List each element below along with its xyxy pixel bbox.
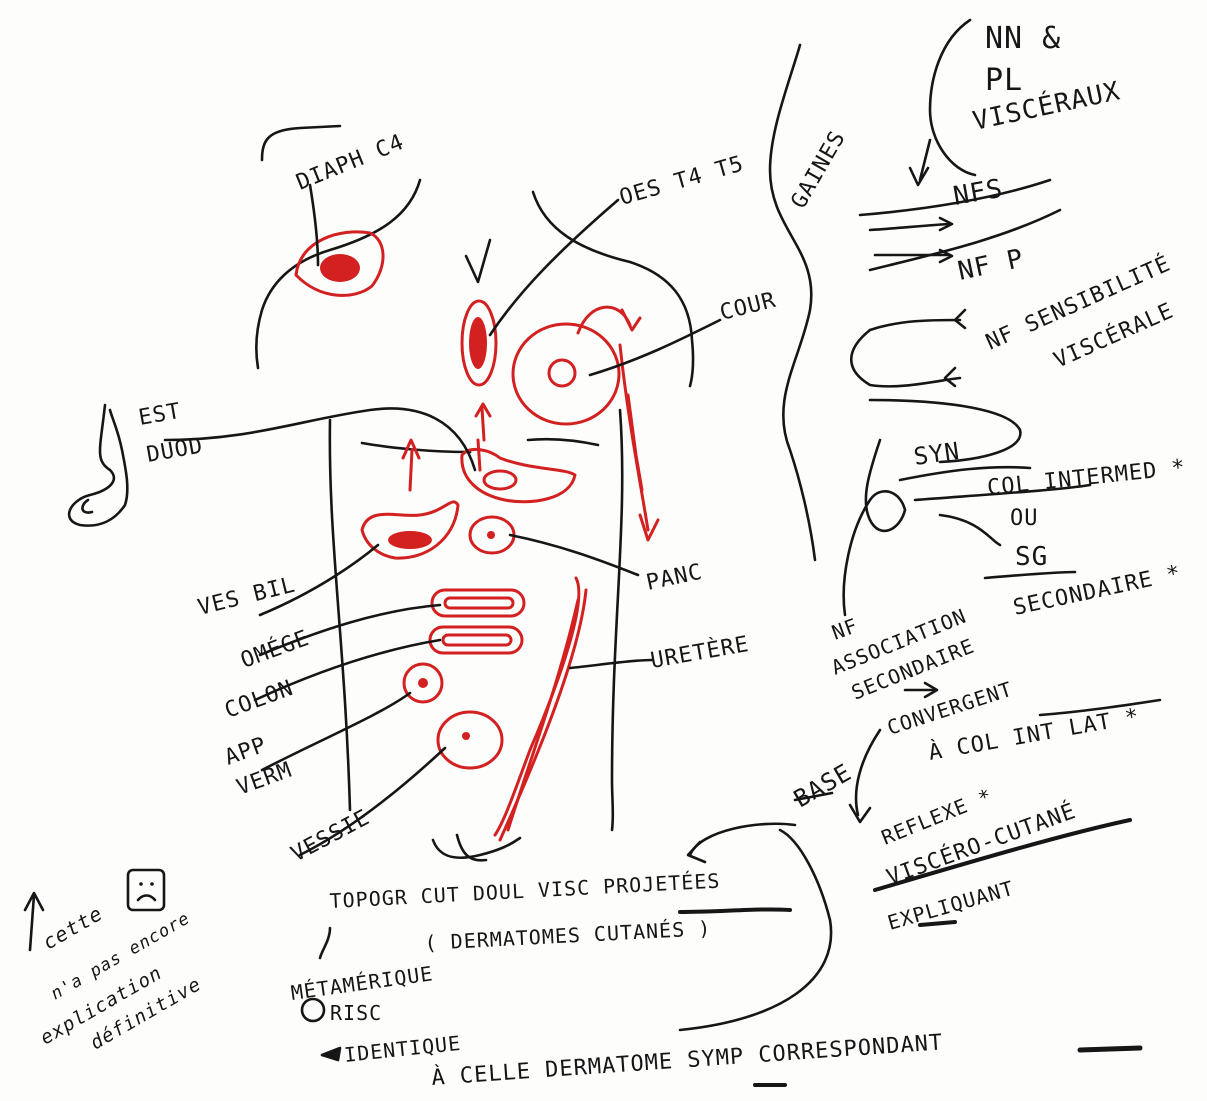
label-sg: SG xyxy=(1015,542,1048,572)
label-risc: RISC xyxy=(330,1001,382,1025)
label-colon: COLON xyxy=(222,676,297,724)
stomach-duodenum-zone xyxy=(462,404,575,502)
omentum-zone xyxy=(432,590,524,616)
heart-zone xyxy=(513,307,658,540)
sad-face-icon xyxy=(128,870,164,910)
label-duod: DUOD xyxy=(145,433,205,468)
label-nfs: NFS xyxy=(951,174,1005,212)
nose-outline xyxy=(69,405,127,526)
label-dermatomes: ( DERMATOMES CUTANÉS ) xyxy=(424,916,712,955)
oesophagus-zone xyxy=(462,301,496,385)
bladder-zone xyxy=(438,712,502,768)
neck-v-mark xyxy=(466,240,490,282)
head-bracket xyxy=(262,126,340,160)
label-uretere: URETÈRE xyxy=(649,631,752,674)
gallbladder-zone xyxy=(362,440,458,558)
appendix-zone xyxy=(404,664,442,702)
label-nf-assoc: NF xyxy=(829,613,862,644)
label-nfp: NF P xyxy=(955,244,1026,287)
label-gaines: GAINES xyxy=(787,126,851,213)
label-col-int: COL INTERMED * xyxy=(986,455,1187,501)
diaphragm-zone xyxy=(296,232,383,296)
label-cour: COUR xyxy=(717,288,778,326)
label-omega: OMÉGE xyxy=(237,625,313,674)
label-topog: TOPOGR CUT DOUL VISC PROJETÉES xyxy=(329,869,721,913)
label-identique: IDENTIQUE xyxy=(343,1031,462,1067)
label-base: BASE xyxy=(789,758,857,813)
label-visc-cut: VISCÉRO-CUTANÉ xyxy=(883,798,1079,891)
label-syn: SYN xyxy=(912,437,962,471)
colon-zone xyxy=(430,627,522,653)
label-cette: cette xyxy=(39,901,107,954)
label-ves-bil: VES BIL xyxy=(195,572,298,620)
label-estom: EST xyxy=(137,399,183,431)
labels: DIAPH C4 OES T4 T5 COUR EST DUOD VES BIL… xyxy=(37,21,1187,1091)
label-oes: OES T4 T5 xyxy=(617,151,747,210)
label-ou: OU xyxy=(1010,506,1039,531)
label-panc: PANC xyxy=(644,560,705,596)
torso-outline xyxy=(256,126,693,860)
organs xyxy=(296,232,658,840)
label-metamerique: MÉTAMÉRIQUE xyxy=(289,961,434,1005)
label-vessie: VESSIE xyxy=(287,805,374,867)
label-nn: NN & xyxy=(985,21,1061,56)
pancreas-zone xyxy=(470,517,514,553)
label-app: APP xyxy=(222,733,271,771)
label-pl: PL xyxy=(985,63,1023,98)
label-diaph: DIAPH C4 xyxy=(293,130,408,196)
label-celle: À CELLE DERMATOME SYMP CORRESPONDANT xyxy=(431,1029,944,1091)
